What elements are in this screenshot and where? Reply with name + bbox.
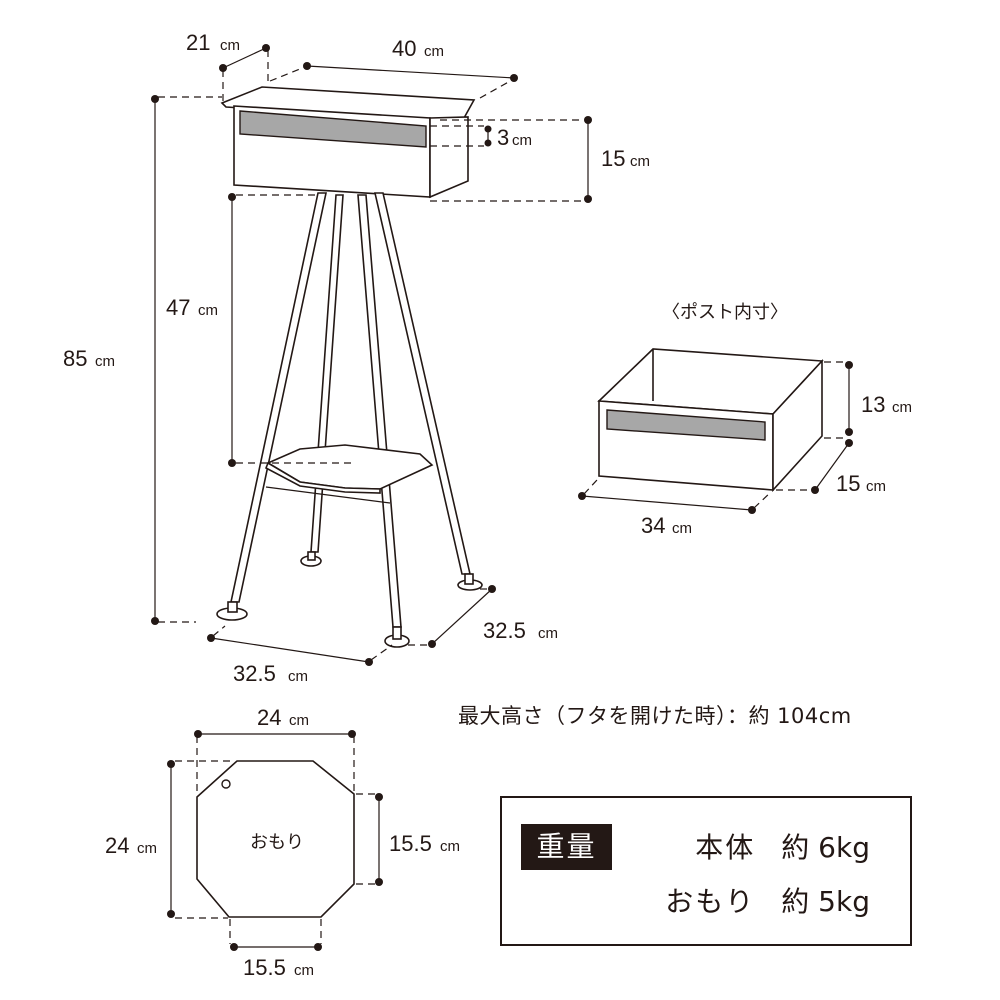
svg-text:cm: cm <box>672 520 692 537</box>
post-interior-title: 〈ポスト内寸〉 <box>662 302 788 323</box>
weight-label: おもり <box>665 885 756 918</box>
dimension-width-40: 40 cm <box>269 36 518 99</box>
svg-text:32.5: 32.5 <box>483 618 526 643</box>
dimension-total-85: 85 cm <box>63 95 222 625</box>
svg-text:cm: cm <box>294 962 314 979</box>
svg-text:cm: cm <box>424 43 444 60</box>
weight-row-body: 本体約 6kg <box>695 826 870 866</box>
svg-text:32.5: 32.5 <box>233 661 276 686</box>
svg-text:15.5: 15.5 <box>389 831 432 856</box>
svg-text:34: 34 <box>641 513 665 538</box>
svg-text:cm: cm <box>630 153 650 170</box>
svg-text:24: 24 <box>105 833 129 858</box>
weight-value: 約 6kg <box>781 831 870 864</box>
svg-text:40: 40 <box>392 36 416 61</box>
svg-text:cm: cm <box>892 399 912 416</box>
svg-text:cm: cm <box>866 478 886 495</box>
weight-row-omori: おもり約 5kg <box>665 880 870 920</box>
svg-text:cm: cm <box>220 37 240 54</box>
dimension-box-height-15: 15 cm <box>430 116 650 203</box>
dimension-base: 32.5 cm 32.5 cm <box>207 585 558 686</box>
post-interior-diagram: 〈ポスト内寸〉 13 cm 15 cm 34 cm <box>578 302 912 538</box>
weight-plate-diagram: おもり 24 cm 24 cm 15.5 cm 15.5 cm <box>105 705 460 980</box>
svg-text:cm: cm <box>512 132 532 149</box>
mailbox-body <box>220 86 476 199</box>
dim-21-value: 21 <box>186 30 210 55</box>
svg-text:13: 13 <box>861 392 885 417</box>
max-height-note: 最大高さ（フタを開けた時）：約 104cm <box>458 704 852 728</box>
svg-text:15.5: 15.5 <box>243 955 286 980</box>
svg-text:24: 24 <box>257 705 281 730</box>
weight-label: 本体 <box>695 831 756 864</box>
dimension-slot-3: 3 cm <box>430 125 532 150</box>
svg-text:cm: cm <box>538 625 558 642</box>
svg-text:15: 15 <box>601 146 625 171</box>
weight-spec-box: 重量 本体約 6kg おもり約 5kg <box>500 796 912 946</box>
svg-text:cm: cm <box>440 838 460 855</box>
hole-icon <box>221 779 231 789</box>
svg-text:cm: cm <box>198 302 218 319</box>
dimension-leg-47: 47 cm <box>166 193 356 467</box>
stand-legs <box>216 192 483 648</box>
svg-text:15: 15 <box>836 471 860 496</box>
svg-text:cm: cm <box>95 353 115 370</box>
svg-text:85: 85 <box>63 346 87 371</box>
weight-value: 約 5kg <box>781 885 870 918</box>
svg-text:cm: cm <box>288 668 308 685</box>
svg-text:cm: cm <box>289 712 309 729</box>
dimension-depth-21: 21 cm <box>186 30 270 102</box>
svg-text:47: 47 <box>166 295 190 320</box>
weight-badge: 重量 <box>521 824 612 870</box>
svg-text:3: 3 <box>497 125 509 150</box>
svg-text:cm: cm <box>137 840 157 857</box>
weight-plate-label: おもり <box>250 832 304 853</box>
